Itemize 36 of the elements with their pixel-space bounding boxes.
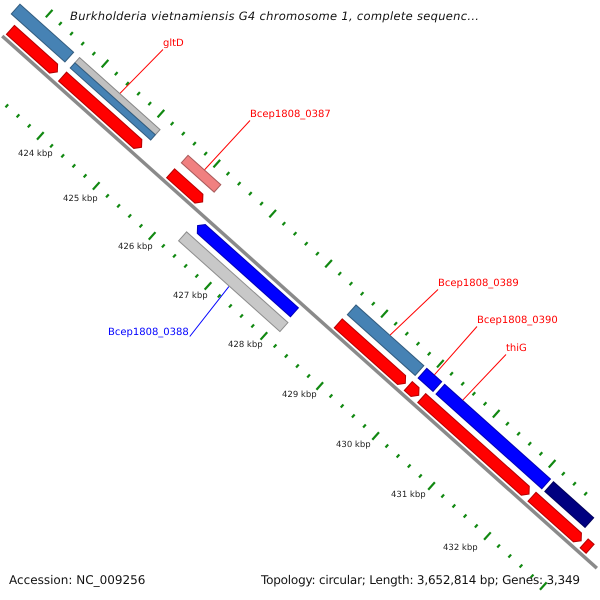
- gene-bar: [58, 71, 142, 149]
- scale-label: 426 kbp: [118, 243, 153, 253]
- scale-label: 430 kbp: [336, 441, 371, 451]
- summary-text: Topology: circular; Length: 3,652,814 bp; Genes: 3,349: [261, 574, 580, 588]
- scale-label: 428 kbp: [228, 341, 263, 351]
- gene-bar: [334, 318, 406, 386]
- scale-label: 429 kbp: [282, 391, 317, 401]
- gene-label: Bcep1808_0387: [250, 109, 331, 120]
- gene-bar: [180, 154, 222, 193]
- gene-bar: [346, 304, 425, 376]
- leader-line: [462, 354, 506, 401]
- gene-label: thiG: [506, 343, 527, 354]
- scale-label: 432 kbp: [443, 544, 478, 554]
- leader-line: [390, 289, 438, 336]
- accession-text: Accession: NC_009256: [9, 574, 146, 588]
- scale-label: 431 kbp: [391, 491, 426, 501]
- gene-bar: [166, 168, 204, 204]
- leader-line: [120, 49, 164, 94]
- scale-label: 424 kbp: [18, 150, 53, 160]
- scale-label: 425 kbp: [63, 195, 98, 205]
- gene-label: gltD: [163, 38, 184, 50]
- gene-bar: [6, 24, 58, 74]
- gene-bar: [579, 538, 595, 554]
- gene-label: Bcep1808_0390: [477, 315, 558, 326]
- gene-bar: [527, 492, 582, 542]
- gene-bar: [544, 481, 594, 528]
- leader-line: [434, 326, 478, 376]
- gene-label: Bcep1808_0389: [438, 278, 519, 290]
- gene-bar: [435, 384, 552, 490]
- leader-line: [189, 286, 230, 337]
- title: Burkholderia vietnamiensis G4 chromosome 1, complete sequenc...: [70, 10, 480, 24]
- gene-label: Bcep1808_0388: [108, 327, 189, 338]
- gene-bar: [70, 62, 156, 141]
- scale-label: 427 kbp: [173, 292, 208, 302]
- leader-line: [204, 120, 250, 170]
- gene-bar: [404, 380, 420, 398]
